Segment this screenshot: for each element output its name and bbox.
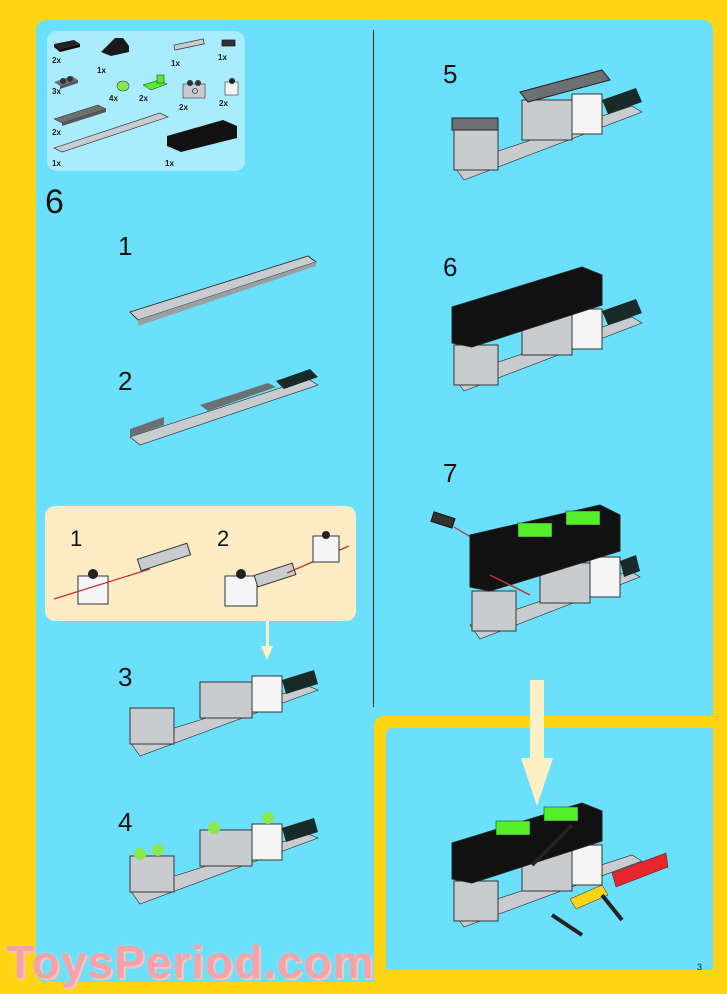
qty-label: 1x — [218, 53, 227, 62]
black-pin-icon — [221, 39, 236, 47]
main-step-number: 6 — [45, 183, 64, 221]
parts-list: 2x 1x 1x 1x 3x 4x 2x 2x 2x 2x 1x 1x — [47, 31, 245, 171]
step-number: 1 — [118, 231, 133, 261]
step-6-model-image — [451, 266, 643, 392]
down-arrow-icon — [521, 758, 553, 806]
white-technic-brick-icon — [224, 78, 239, 96]
qty-label: 1x — [165, 159, 174, 168]
final-model-image — [451, 802, 669, 937]
column-divider — [373, 30, 374, 707]
qty-label: 2x — [219, 99, 228, 108]
callout-step-2-image — [224, 531, 350, 607]
grey-plate-1x4-icon — [53, 104, 107, 126]
qty-label: 2x — [52, 56, 61, 65]
qty-label: 4x — [109, 94, 118, 103]
watermark-text: ToysPeriod.com — [6, 936, 375, 988]
step-2-model-image — [129, 369, 319, 446]
callout-step-number: 2 — [217, 526, 230, 551]
assembly-arrow-shaft — [530, 680, 544, 760]
qty-label: 2x — [139, 94, 148, 103]
qty-label: 2x — [179, 103, 188, 112]
qty-label: 3x — [52, 87, 61, 96]
grey-technic-brick-icon — [182, 80, 206, 99]
callout-step-1-image — [53, 542, 192, 605]
flow-arrow-shaft — [266, 621, 269, 651]
lime-round-plate-icon — [116, 80, 130, 92]
step-4-model-image — [129, 812, 319, 905]
grey-plate-icon — [54, 76, 78, 89]
callout-step-number: 1 — [70, 526, 83, 551]
black-slope-icon — [101, 38, 129, 56]
qty-label: 1x — [171, 59, 180, 68]
grey-pin-icon — [173, 38, 205, 51]
flow-arrow-head-icon — [261, 646, 273, 660]
step-number: 7 — [443, 458, 458, 488]
black-technic-brick-1x6-icon — [167, 120, 237, 152]
black-tile-icon — [54, 40, 80, 52]
step-number: 2 — [118, 366, 133, 396]
page-number: 3 — [697, 962, 703, 972]
qty-label: 1x — [52, 159, 61, 168]
step-7-model-image — [430, 504, 641, 640]
lime-clip-plate-icon — [142, 74, 168, 91]
qty-label: 2x — [52, 128, 61, 137]
qty-label: 1x — [97, 66, 106, 75]
step-number: 4 — [118, 807, 133, 837]
sub-assembly-callout: 1 2 — [45, 506, 356, 621]
step-1-model-image — [129, 255, 317, 326]
step-number: 6 — [443, 252, 458, 282]
step-number: 3 — [118, 662, 133, 692]
grey-plate-1x10-icon — [53, 112, 169, 153]
step-number: 5 — [443, 59, 458, 89]
step-3-model-image — [129, 670, 319, 757]
step-5-model-image — [451, 69, 643, 181]
